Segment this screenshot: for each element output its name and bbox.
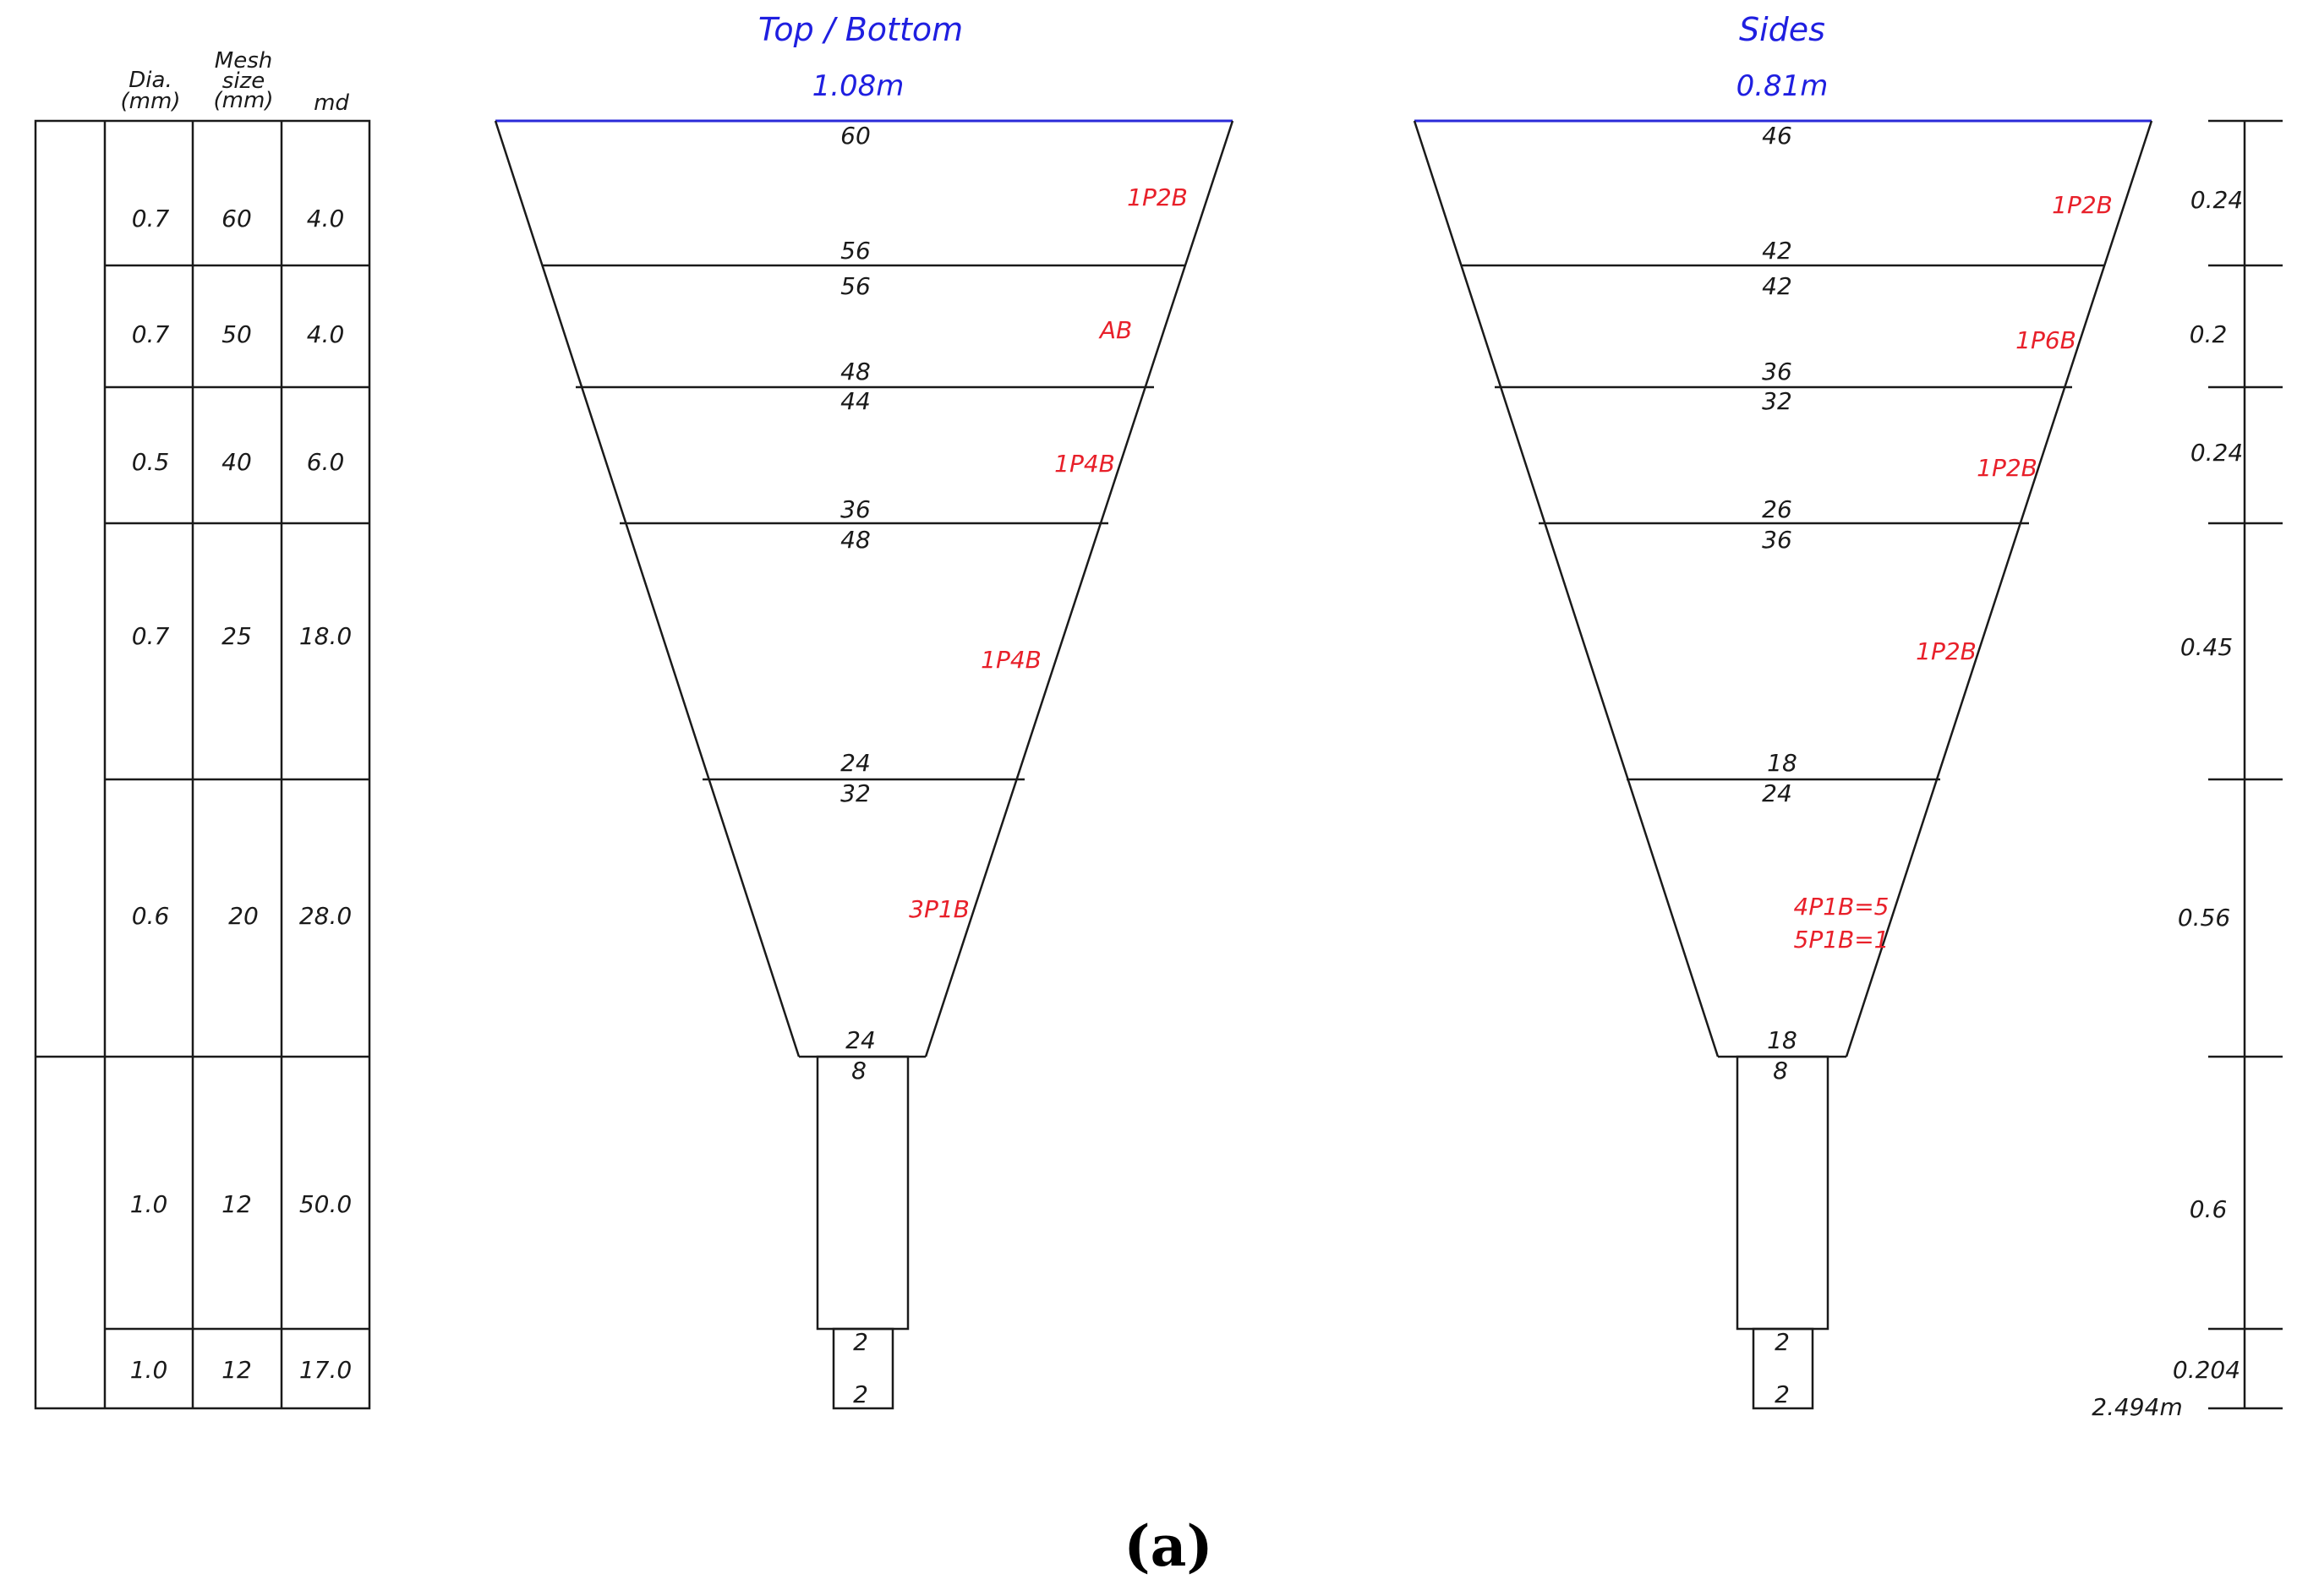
mesh-count-label: 18 (1767, 1026, 1797, 1054)
table-cell-dia: 0.7 (132, 205, 170, 232)
cutting-rate-label: 1P6B (2015, 326, 2076, 354)
mesh-count-label: 24 (840, 749, 871, 777)
scale-segment-label: 0.24 (2190, 186, 2243, 214)
header-md: md (314, 90, 349, 116)
mesh-count-label: 48 (840, 358, 871, 385)
mesh-count-label: 42 (1762, 272, 1792, 300)
cutting-rate-label: 5P1B=1 (1794, 926, 1890, 954)
net-side-right (1845, 120, 2153, 1058)
mesh-count-label: 26 (1762, 495, 1792, 523)
scale-segment-label: 0.24 (2190, 439, 2243, 467)
scale-segment-label: 0.45 (2180, 633, 2233, 661)
header-mesh-line1: Mesh (215, 48, 272, 74)
codend-extension (816, 1055, 910, 1331)
mesh-count-label: 2 (1775, 1328, 1790, 1356)
codend-extension (1736, 1055, 1829, 1331)
table-cell-mesh: 20 (228, 902, 259, 930)
table-cell-md: 28.0 (299, 902, 352, 930)
table-cell-mesh: 25 (221, 622, 252, 650)
mesh-count-label: 24 (1762, 779, 1792, 807)
codend (832, 1327, 894, 1410)
cutting-rate-label: AB (1098, 316, 1132, 344)
table-cell-md: 50.0 (299, 1190, 352, 1218)
table-cell-dia: 0.5 (132, 448, 170, 476)
table-cell-mesh: 40 (221, 448, 252, 476)
mesh-table: Dia. (mm) Mesh size (mm) md 0.7 60 4.0 0… (34, 48, 371, 1410)
sides-net: Sides 0.81m 46 42 42 36 32 26 36 18 24 1… (1413, 11, 2153, 1410)
mesh-count-label: 36 (1762, 358, 1792, 385)
mesh-count-label: 8 (1773, 1057, 1788, 1085)
cutting-rate-label: 1P2B (2052, 191, 2113, 219)
codend (1752, 1327, 1814, 1410)
mesh-count-label: 2 (1775, 1380, 1790, 1408)
net-side-left (1413, 120, 1720, 1058)
cutting-rate-label: 1P2B (1977, 454, 2037, 482)
mesh-count-label: 56 (840, 272, 871, 300)
cutting-rate-label: 1P2B (1916, 637, 1977, 665)
cutting-rate-label: 1P2B (1127, 183, 1188, 211)
mesh-count-label: 2 (853, 1328, 868, 1356)
length-scale: 0.24 0.2 0.24 0.45 0.56 0.6 0.204 2.494m (2092, 119, 2283, 1421)
cutting-rate-label: 4P1B=5 (1794, 893, 1890, 921)
scale-total-label: 2.494m (2092, 1393, 2182, 1421)
scale-segment-label: 0.2 (2190, 320, 2228, 348)
table-cell-mesh: 60 (221, 205, 252, 232)
table-cell-mesh: 12 (221, 1190, 252, 1218)
mesh-count-label: 18 (1767, 749, 1797, 777)
table-cell-md: 18.0 (299, 622, 352, 650)
table-cell-mesh: 50 (221, 320, 252, 348)
mesh-count-label: 24 (845, 1026, 876, 1054)
scale-segment-label: 0.204 (2173, 1356, 2240, 1384)
table-cell-mesh: 12 (221, 1356, 252, 1384)
mesh-count-label: 36 (1762, 526, 1792, 554)
sides-width: 0.81m (1736, 69, 1829, 103)
sides-title: Sides (1739, 11, 1825, 48)
cutting-rate-label: 1P4B (981, 646, 1042, 674)
mesh-count-label: 48 (840, 526, 871, 554)
header-mesh-line3: (mm) (214, 88, 274, 113)
cutting-rate-label: 3P1B (909, 895, 970, 923)
table-cell-dia: 0.7 (132, 320, 170, 348)
cutting-rate-label: 1P4B (1054, 450, 1115, 478)
table-cell-dia: 0.7 (132, 622, 170, 650)
mesh-count-label: 2 (853, 1380, 868, 1408)
table-cell-md: 4.0 (307, 205, 345, 232)
mesh-count-label: 42 (1762, 237, 1792, 265)
table-cell-dia: 1.0 (130, 1190, 168, 1218)
net-side-right (924, 120, 1234, 1058)
table-cell-md: 17.0 (299, 1356, 352, 1384)
header-dia-line1: Dia. (129, 68, 172, 93)
mesh-count-label: 44 (840, 387, 871, 415)
top-bottom-net: Top / Bottom 1.08m 60 56 56 48 44 36 48 … (494, 11, 1234, 1410)
table-border (34, 119, 371, 1410)
mesh-count-label: 46 (1762, 122, 1792, 150)
figure-caption: (a) (1124, 1513, 1212, 1579)
top-bottom-width: 1.08m (812, 69, 905, 103)
scale-segment-label: 0.6 (2190, 1195, 2228, 1223)
scale-segment-label: 0.56 (2178, 904, 2230, 932)
mesh-count-label: 32 (1762, 387, 1792, 415)
table-cell-dia: 0.6 (132, 902, 170, 930)
mesh-count-label: 32 (840, 779, 871, 807)
mesh-count-label: 36 (840, 495, 871, 523)
mesh-count-label: 56 (840, 237, 871, 265)
header-dia-line2: (mm) (121, 89, 181, 114)
table-cell-md: 6.0 (307, 448, 345, 476)
table-cell-md: 4.0 (307, 320, 345, 348)
top-bottom-title: Top / Bottom (758, 11, 963, 48)
mesh-count-label: 8 (851, 1057, 867, 1085)
header-mesh-line2: size (222, 68, 265, 94)
net-side-left (494, 120, 801, 1058)
table-cell-dia: 1.0 (130, 1356, 168, 1384)
mesh-count-label: 60 (840, 122, 871, 150)
